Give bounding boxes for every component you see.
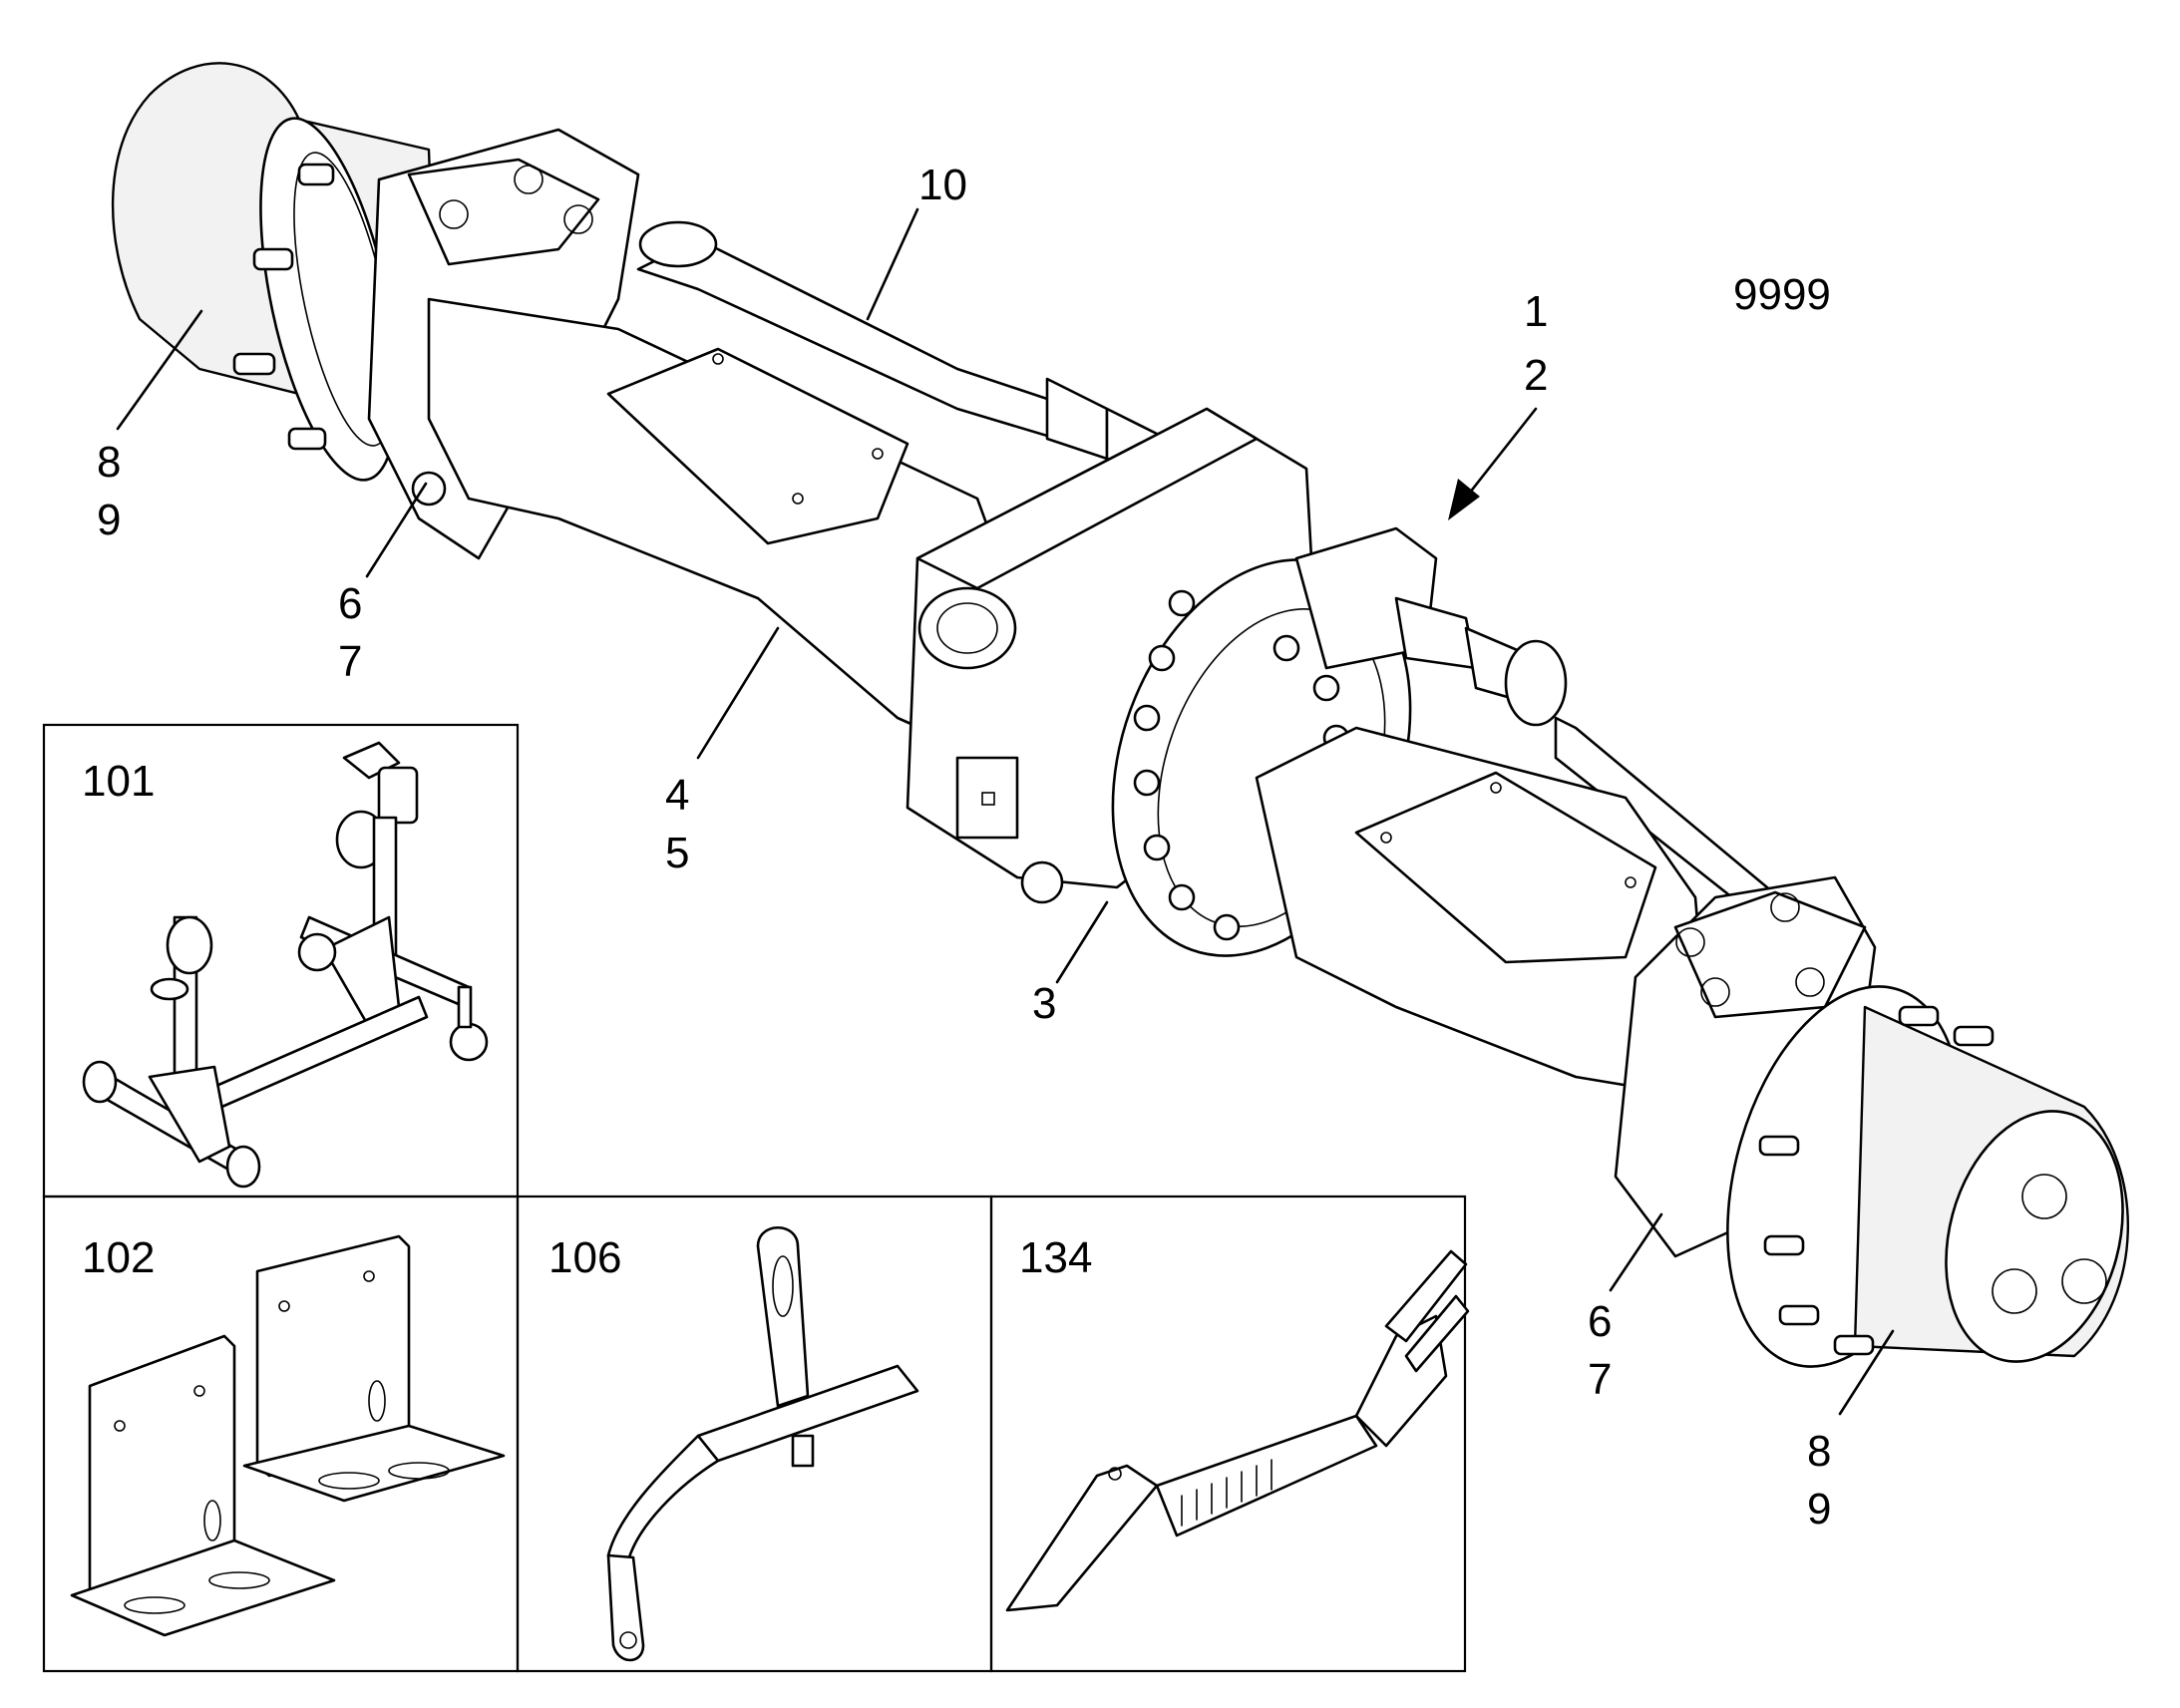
axle-assembly-icon bbox=[111, 62, 2129, 1368]
hydraulic-wrench-icon bbox=[1005, 1249, 1470, 1612]
panel-106-label: 106 bbox=[548, 1233, 621, 1282]
callout-5: 5 bbox=[665, 829, 689, 877]
tool-panels: 101 102 106 134 bbox=[42, 723, 1470, 1673]
panel-101-label: 101 bbox=[82, 757, 155, 806]
callout-7-right: 7 bbox=[1588, 1355, 1612, 1404]
callout-labels: 9999 1 2 10 8 9 6 7 4 5 3 6 7 8 9 bbox=[97, 161, 1831, 1534]
grip-pattern bbox=[1181, 1459, 1272, 1527]
axle-stand-icon bbox=[82, 741, 489, 1189]
callout-6-right: 6 bbox=[1588, 1297, 1612, 1346]
callout-4: 4 bbox=[665, 771, 689, 820]
arrow-head-icon bbox=[1448, 479, 1480, 520]
angle-bracket-icon bbox=[70, 1234, 506, 1637]
figure-number: 9999 bbox=[1733, 270, 1831, 319]
panel-134-frame bbox=[989, 1195, 1467, 1673]
panel-102-label: 102 bbox=[82, 1233, 155, 1282]
callout-2: 2 bbox=[1524, 351, 1548, 400]
callout-10: 10 bbox=[918, 161, 967, 209]
callout-1: 1 bbox=[1524, 287, 1548, 336]
callout-8-right: 8 bbox=[1807, 1427, 1831, 1476]
callout-9-right: 9 bbox=[1807, 1485, 1831, 1534]
panel-134-label: 134 bbox=[1019, 1233, 1092, 1282]
lever-tool-icon bbox=[606, 1225, 919, 1662]
callout-9-left: 9 bbox=[97, 496, 121, 544]
callout-7-left: 7 bbox=[338, 637, 362, 686]
callout-6-left: 6 bbox=[338, 579, 362, 628]
callout-3: 3 bbox=[1032, 979, 1056, 1028]
leader-lines bbox=[116, 207, 1895, 1416]
callout-8-left: 8 bbox=[97, 438, 121, 487]
